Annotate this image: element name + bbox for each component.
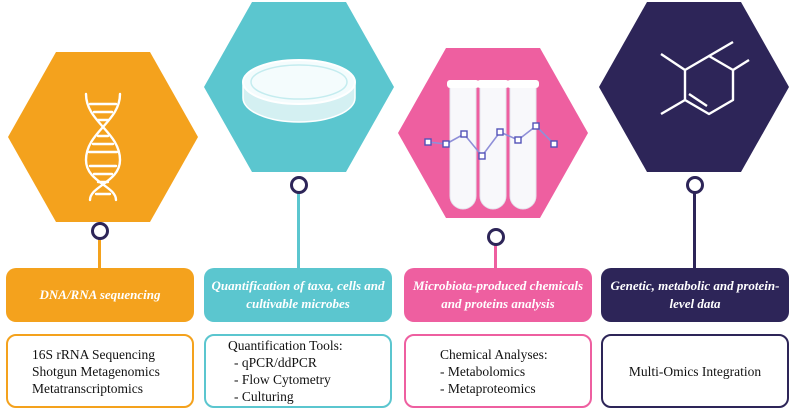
category-label: Quantification of taxa, cells and cultiv… bbox=[204, 268, 392, 322]
connector-line bbox=[494, 242, 497, 270]
category-label-text: DNA/RNA sequencing bbox=[39, 287, 161, 302]
detail-line: - Metabolomics bbox=[440, 363, 526, 379]
connector-line bbox=[693, 192, 696, 270]
detail-line: - qPCR/ddPCR bbox=[234, 355, 317, 370]
category-label-text: Genetic, metabolic and protein-level dat… bbox=[610, 278, 780, 311]
connector-pin bbox=[686, 176, 704, 194]
detail-line: - Culturing bbox=[234, 389, 294, 404]
category-label-text: Microbiota-produced chemicals and protei… bbox=[412, 278, 584, 311]
detail-box: Multi-Omics Integration bbox=[601, 334, 789, 408]
detail-line: Chemical Analyses: bbox=[440, 346, 548, 362]
detail-line: 16S rRNA Sequencing bbox=[32, 346, 155, 362]
category-label: Genetic, metabolic and protein-level dat… bbox=[601, 268, 789, 322]
detail-line: - Flow Cytometry bbox=[234, 372, 331, 387]
detail-line: Metatranscriptomics bbox=[32, 380, 143, 396]
connector-pin bbox=[487, 228, 505, 246]
column-dna-rna-sequencing: DNA/RNA sequencing 16S rRNA Sequencing S… bbox=[2, 0, 198, 415]
column-multi-omics: Genetic, metabolic and protein-level dat… bbox=[597, 0, 793, 415]
hexagon-multi-omics bbox=[599, 2, 789, 172]
hexagon-chemicals bbox=[398, 48, 588, 218]
detail-box: 16S rRNA Sequencing Shotgun Metagenomics… bbox=[6, 334, 194, 408]
category-label: Microbiota-produced chemicals and protei… bbox=[404, 268, 592, 322]
detail-line: - Metaproteomics bbox=[440, 380, 536, 396]
detail-line: Shotgun Metagenomics bbox=[32, 363, 160, 379]
petri-dish-icon bbox=[242, 59, 356, 123]
category-label: DNA/RNA sequencing bbox=[6, 268, 194, 322]
hexagon-quantification bbox=[204, 2, 394, 172]
category-label-text: Quantification of taxa, cells and cultiv… bbox=[211, 278, 385, 311]
test-tubes-icon bbox=[424, 80, 558, 210]
connector-pin bbox=[290, 176, 308, 194]
molecule-structure-icon bbox=[660, 40, 750, 116]
connector-pin bbox=[91, 222, 109, 240]
detail-box: Quantification Tools: - qPCR/ddPCR - Flo… bbox=[204, 334, 392, 408]
detail-line: Quantification Tools: bbox=[228, 338, 343, 353]
detail-box: Chemical Analyses: - Metabolomics - Meta… bbox=[404, 334, 592, 408]
column-chemicals-proteins: Microbiota-produced chemicals and protei… bbox=[398, 0, 596, 415]
connector-line bbox=[297, 190, 300, 270]
detail-line: Multi-Omics Integration bbox=[628, 363, 762, 379]
connector-line bbox=[98, 236, 101, 270]
column-quantification: Quantification of taxa, cells and cultiv… bbox=[200, 0, 396, 415]
hexagon-dna-rna bbox=[8, 52, 198, 222]
dna-helix-icon bbox=[84, 92, 122, 202]
